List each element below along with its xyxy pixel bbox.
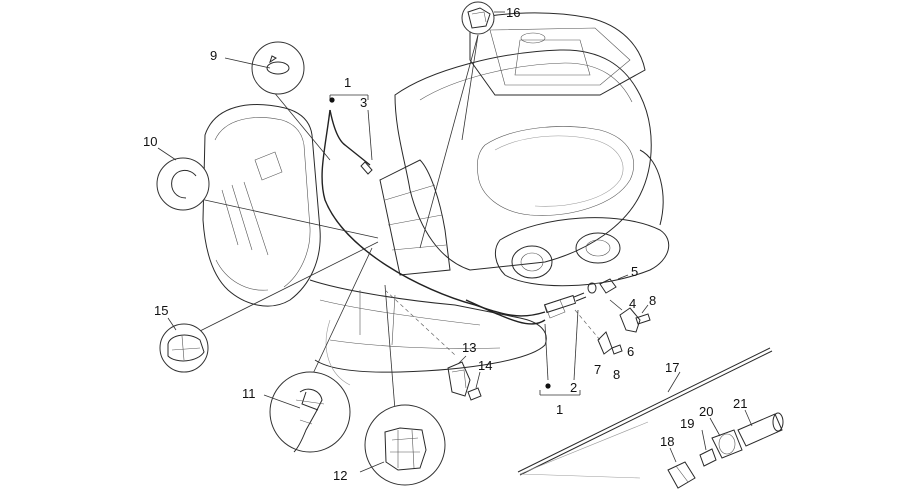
cable-17-and-fittings	[517, 347, 784, 489]
label-part-6: 6	[627, 344, 634, 359]
callout-detail-15	[159, 317, 209, 373]
throttle-cable-assembly	[321, 109, 587, 325]
label-part-2: 2	[570, 380, 577, 395]
leader-lines	[181, 34, 606, 411]
label-part-14: 14	[478, 358, 492, 373]
label-part-5: 5	[631, 264, 638, 279]
label-part-1-top: 1	[344, 75, 351, 90]
label-part-4: 4	[629, 296, 636, 311]
label-part-13: 13	[462, 340, 476, 355]
callout-detail-12	[359, 404, 446, 486]
label-part-18: 18	[660, 434, 674, 449]
label-part-8-upper: 8	[649, 293, 656, 308]
callout-detail-9	[224, 41, 305, 95]
label-part-16: 16	[506, 5, 520, 20]
callout-detail-11	[263, 371, 351, 453]
label-part-8-lower: 8	[613, 367, 620, 382]
scooter-body-drawing	[202, 12, 670, 386]
label-part-19: 19	[680, 416, 694, 431]
label-part-10: 10	[143, 134, 157, 149]
label-part-1-bottom: 1	[556, 402, 563, 417]
label-part-12: 12	[333, 468, 347, 483]
label-part-20: 20	[699, 404, 713, 419]
label-part-21: 21	[733, 396, 747, 411]
label-part-9: 9	[210, 48, 217, 63]
label-part-7: 7	[594, 362, 601, 377]
callout-detail-10	[156, 147, 210, 211]
loose-parts-group	[329, 94, 651, 401]
callout-detail-16	[461, 1, 505, 35]
label-part-11: 11	[242, 386, 256, 401]
label-part-3: 3	[360, 95, 367, 110]
part-number-labels: 1 3 9 10 16 5 4 8 6 7 8 15 13 14 2 1 17 …	[143, 5, 747, 483]
label-part-17: 17	[665, 360, 679, 375]
label-part-15: 15	[154, 303, 168, 318]
